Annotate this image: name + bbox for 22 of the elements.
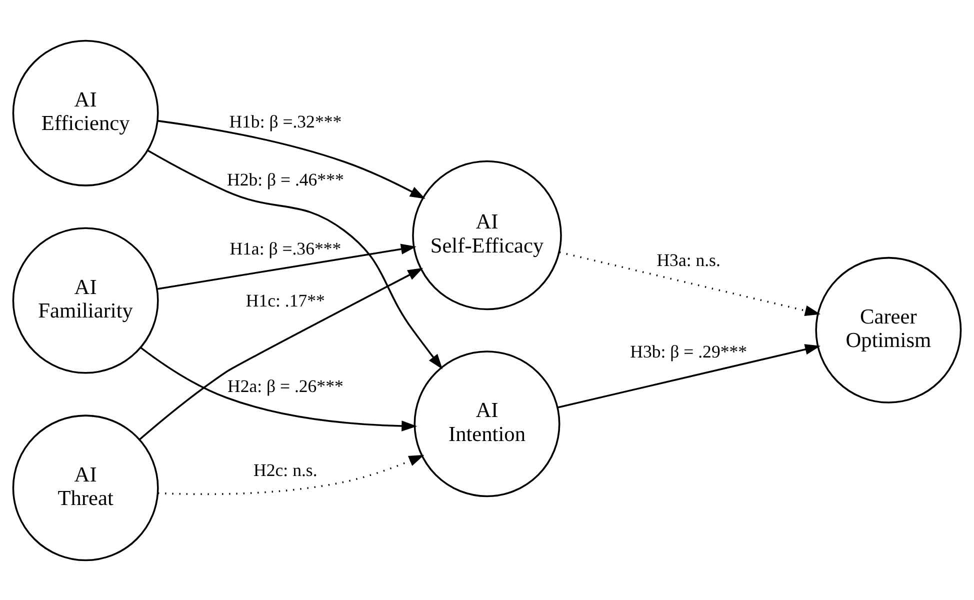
arrow — [158, 454, 424, 495]
arrow — [157, 243, 416, 290]
arrow — [147, 149, 443, 369]
edge-label: H1a: β =.36*** — [230, 238, 342, 258]
node-circle: AI Intention — [414, 350, 560, 497]
node-circle: AI Familiarity — [12, 226, 159, 374]
arrow — [157, 119, 426, 198]
node-circle: AI Threat — [12, 414, 159, 561]
edge-label: H3b: β = .29*** — [630, 340, 748, 361]
edge-label: H3a: n.s. — [656, 250, 720, 270]
node-circle: AI Self-Efficacy — [412, 160, 562, 310]
node-circle: AI Efficiency — [12, 39, 159, 186]
edge-label: H2c: n.s. — [254, 460, 318, 480]
edge-label: H2a: β = .26*** — [227, 375, 344, 396]
arrow — [558, 344, 820, 408]
edge-label: H1b: β =.32*** — [229, 110, 342, 131]
arrow — [559, 250, 820, 316]
arrow — [138, 267, 424, 440]
edge-label: H2b: β = .46*** — [226, 168, 344, 189]
node-circle: Career Optimism — [815, 256, 962, 403]
edge-label: H1c: .17** — [246, 290, 325, 310]
arrow — [140, 346, 418, 431]
